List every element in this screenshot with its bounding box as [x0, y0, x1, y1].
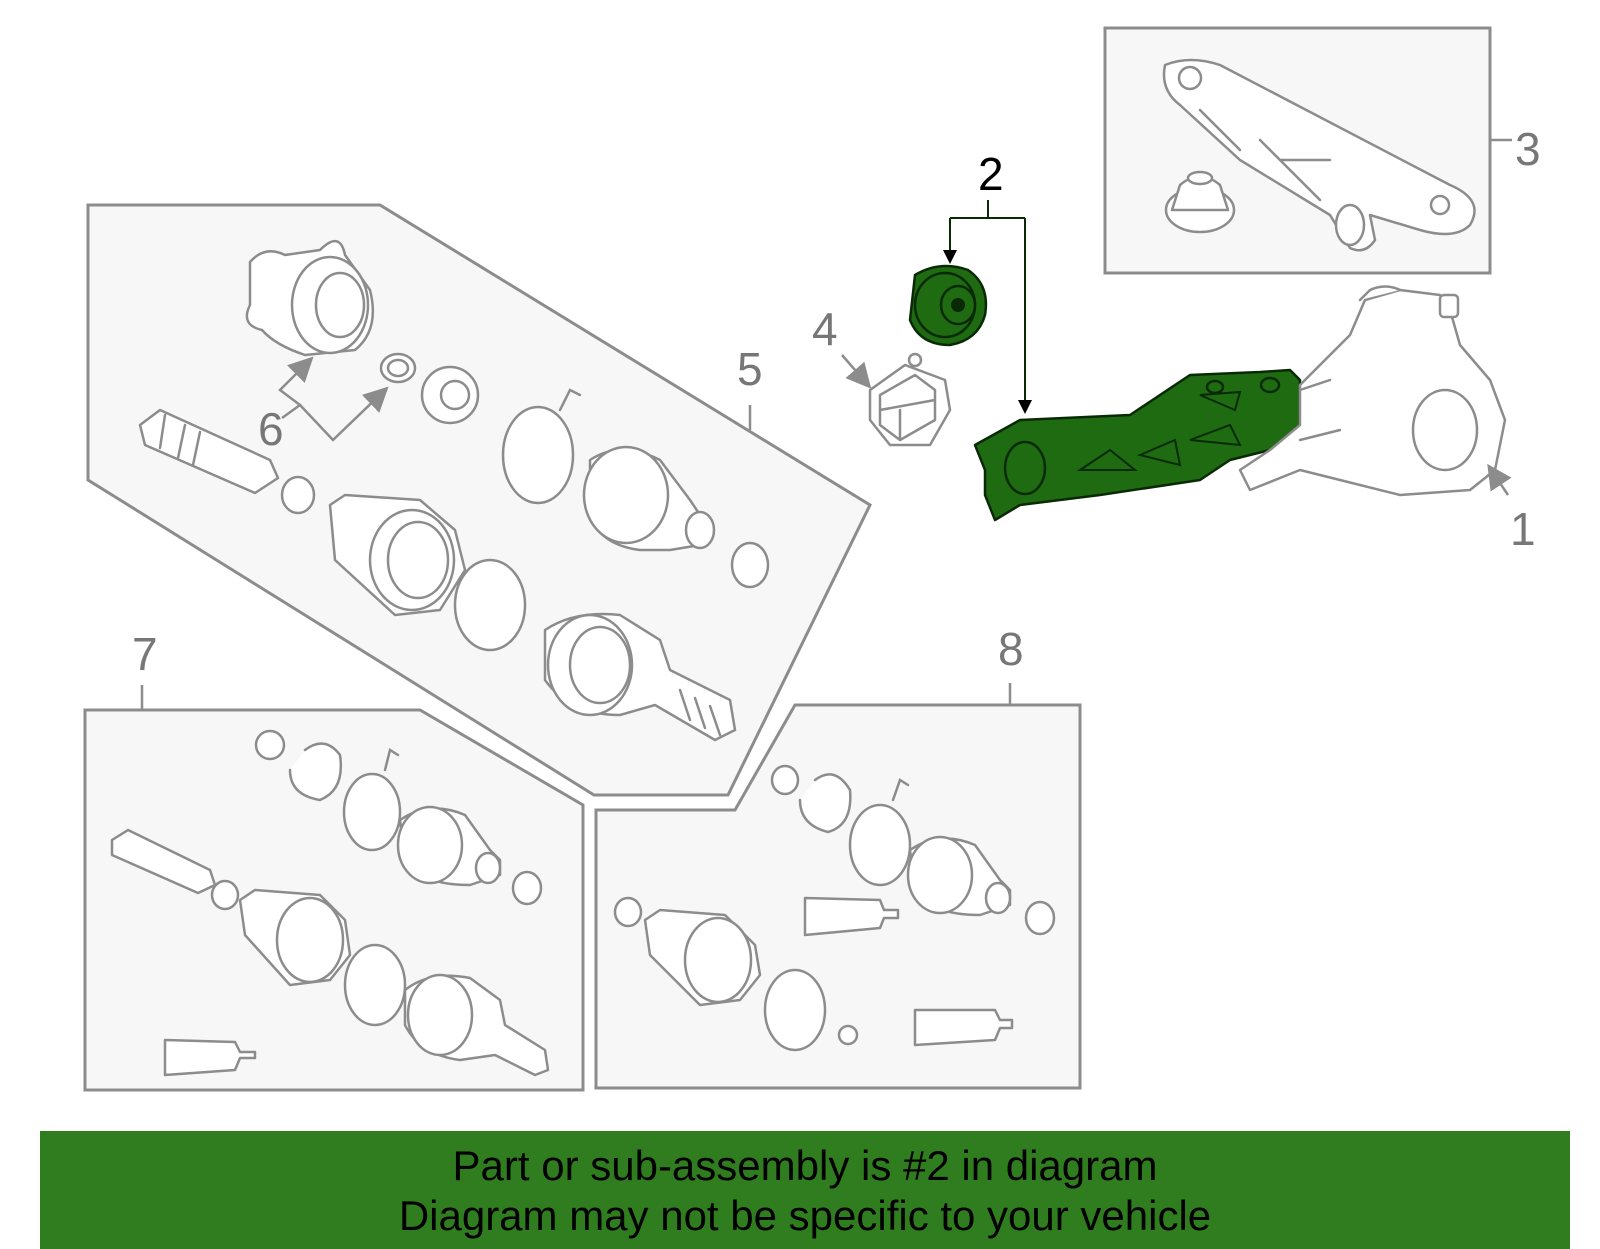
- disclaimer-banner: Part or sub-assembly is #2 in diagram Di…: [40, 1131, 1570, 1249]
- callout-1: 1: [1510, 503, 1536, 555]
- snap-ring-6: [379, 352, 417, 384]
- callout-1-leader: [1487, 463, 1512, 496]
- mount-kit-group-3: 3: [1103, 26, 1541, 275]
- hub-flange: [245, 240, 375, 357]
- parts-diagram: 3 2 1 4: [83, 26, 1541, 1092]
- boot-band-7a: [342, 772, 402, 852]
- inner-boot: [328, 493, 467, 617]
- clamp-8b: [613, 896, 643, 928]
- callout-2-bracket: [949, 200, 1026, 408]
- retaining-ring-7: [288, 742, 343, 802]
- callout-5: 5: [737, 343, 763, 395]
- outer-cv-joint-7: [403, 973, 550, 1077]
- clamp-8a: [1024, 900, 1056, 936]
- callout-4-leader: [841, 354, 872, 389]
- clamp-7b: [210, 879, 240, 911]
- rear-mount-bracket: [1162, 58, 1476, 252]
- grease-tube-8a: [803, 896, 900, 937]
- bracket-hole-right: [1429, 194, 1451, 216]
- inner-shaft: [138, 408, 280, 495]
- disclaimer-line-2: Diagram may not be specific to your vehi…: [398, 1192, 1212, 1239]
- callout-7: 7: [132, 628, 158, 680]
- snap-ring-8a: [770, 764, 800, 796]
- clamp-7a: [511, 870, 543, 906]
- disclaimer-line-1: Part or sub-assembly is #2 in diagram: [452, 1142, 1158, 1189]
- callout-6: 6: [258, 403, 284, 455]
- callout-2-group: 2: [943, 148, 1032, 414]
- differential-cover: [1411, 388, 1479, 472]
- outer-boot-7: [396, 805, 502, 887]
- retaining-ring-8: [798, 773, 852, 834]
- highlighted-mount-bracket: [973, 368, 1302, 522]
- boot-band-b: [501, 405, 575, 505]
- snap-ring-8b: [837, 1024, 859, 1046]
- grease-tube-7: [163, 1038, 257, 1077]
- inner-boot-8: [643, 908, 762, 1007]
- axle-kit-group-5: 5 6: [86, 203, 872, 797]
- clamp-small-b: [730, 541, 770, 589]
- mount-insulator-4: 4: [812, 303, 952, 447]
- axle-kit-group-8: 8: [594, 623, 1082, 1090]
- inner-boot-7: [238, 888, 352, 987]
- differential-assembly-1: 1: [1238, 285, 1536, 555]
- boot-band-8a: [848, 803, 912, 887]
- bracket-bore: [1334, 203, 1366, 247]
- outer-cv-joint: [543, 612, 737, 742]
- callout-3: 3: [1515, 123, 1541, 175]
- outer-boot-8: [906, 835, 1012, 917]
- boot-band-a: [453, 558, 527, 652]
- callout-8: 8: [998, 623, 1024, 675]
- boot-band-7b: [343, 943, 407, 1027]
- axle-kit-group-7: 7: [83, 628, 585, 1092]
- callout-4: 4: [812, 303, 838, 355]
- lock-nut: [420, 365, 480, 425]
- grease-tube-8b: [913, 1008, 1014, 1047]
- callout-2: 2: [978, 148, 1004, 200]
- boot-band-8b: [763, 968, 827, 1052]
- clamp-small-a: [280, 475, 316, 515]
- snap-ring-7a: [254, 729, 286, 761]
- rubber-bushing-3: [1164, 170, 1236, 234]
- callout-6-leader: [278, 356, 314, 420]
- outer-boot: [582, 445, 716, 552]
- bracket-hole-left: [1177, 65, 1203, 91]
- highlighted-bushing: [908, 264, 988, 347]
